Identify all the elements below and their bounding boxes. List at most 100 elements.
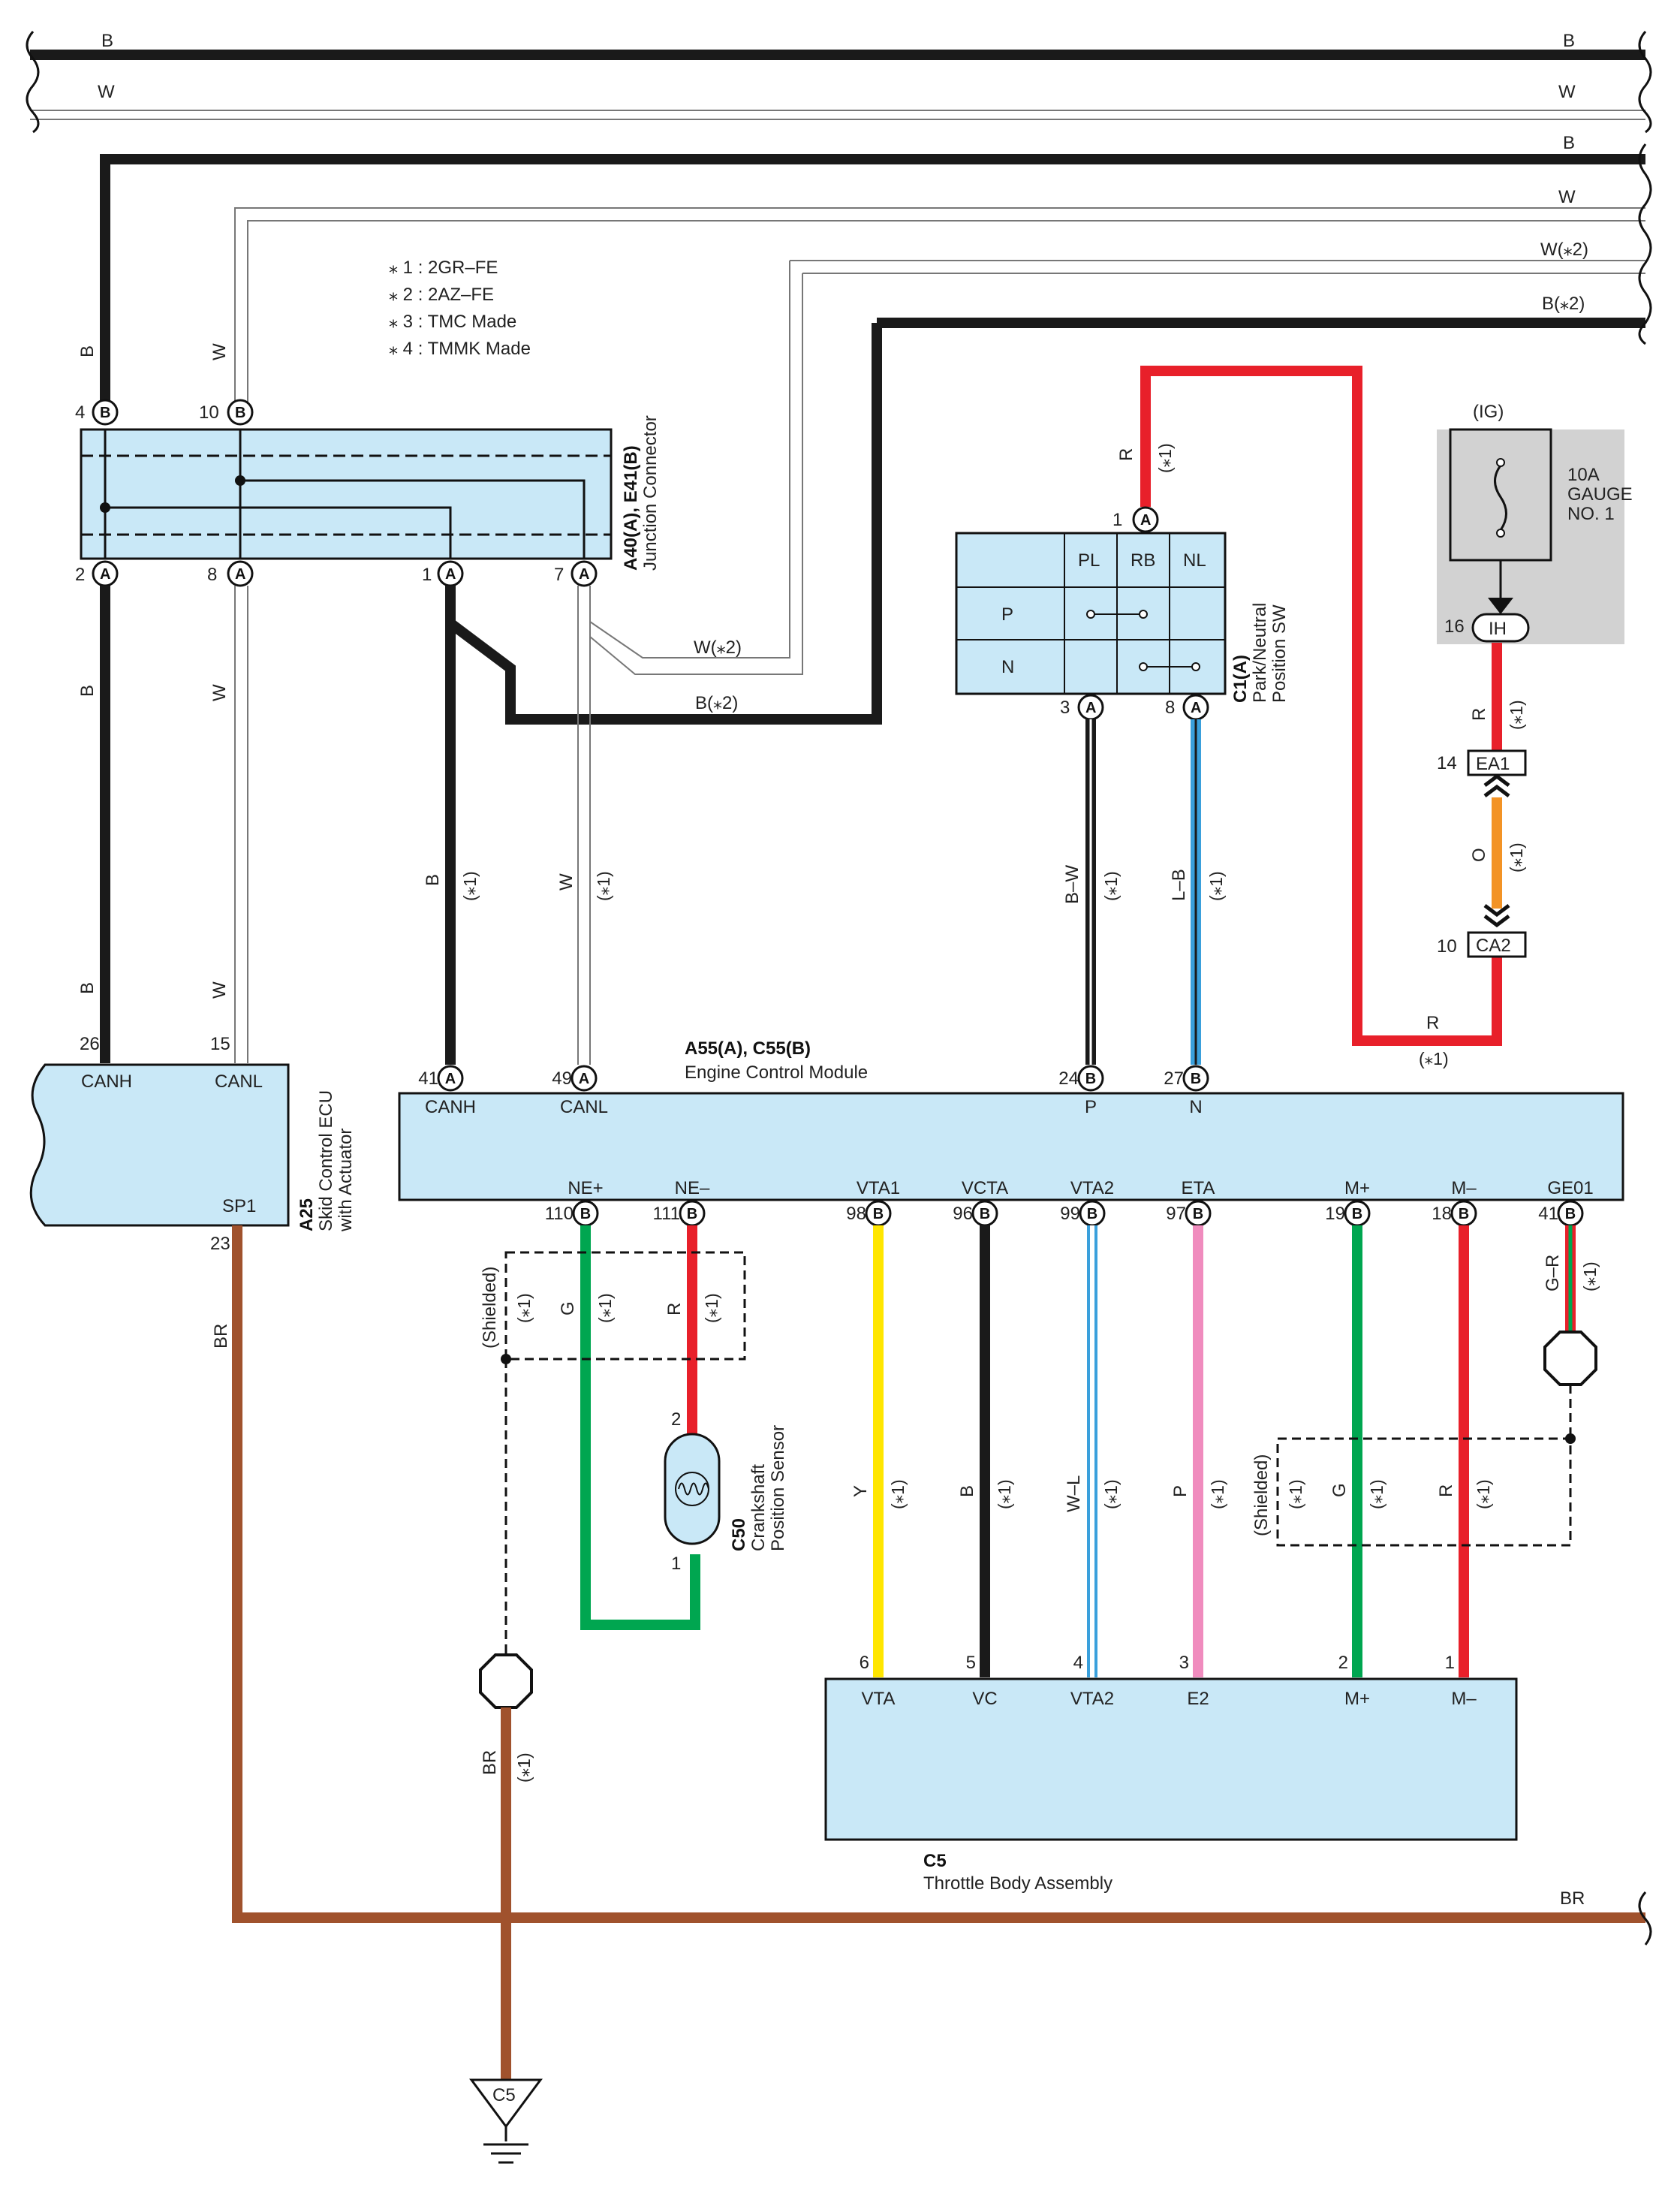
svg-text:NE–: NE– — [675, 1178, 710, 1198]
pnsw-col-rb: RB — [1131, 550, 1155, 571]
pnsw-col-nl: NL — [1183, 550, 1206, 571]
svg-text:NE+: NE+ — [568, 1178, 603, 1198]
note-2: ⁎ 2 : 2AZ–FE — [389, 285, 494, 305]
svg-text:E2: E2 — [1187, 1689, 1209, 1709]
label-r-ih: R — [1469, 708, 1489, 721]
pnsw-pin-1: 1 A — [1112, 506, 1159, 533]
label-g-m-note: (⁎1) — [1367, 1479, 1386, 1509]
throttle-pin-4: 2M+ — [1338, 1653, 1370, 1709]
svg-text:M+: M+ — [1344, 1178, 1370, 1198]
crank-name-2: Position Sensor — [768, 1425, 788, 1551]
label-b-low: B — [77, 982, 98, 994]
svg-text:N: N — [1189, 1097, 1202, 1117]
svg-text:4: 4 — [1073, 1653, 1083, 1673]
shield-ground-octagon-left — [479, 1653, 533, 1709]
svg-text:VCTA: VCTA — [962, 1178, 1008, 1198]
bus-label-b2: B — [1563, 133, 1575, 153]
note-3: ⁎ 3 : TMC Made — [389, 312, 516, 332]
label-r-m: R — [1436, 1484, 1456, 1497]
svg-text:10: 10 — [199, 402, 219, 423]
label-r-ne-note: (⁎1) — [702, 1293, 721, 1323]
label-br-right: BR — [1560, 1888, 1585, 1909]
wire-br-sp1 — [232, 1225, 1645, 1923]
label-g-ne-note: (⁎1) — [595, 1293, 615, 1323]
notes-legend: ⁎ 1 : 2GR–FE ⁎ 2 : 2AZ–FE ⁎ 3 : TMC Made… — [389, 258, 531, 359]
label-w-top: W — [209, 343, 230, 360]
svg-text:14: 14 — [1437, 753, 1457, 773]
label-w-low: W — [209, 981, 230, 999]
throttle-pin-1: 5VC — [966, 1653, 998, 1709]
label-bw-note: (⁎1) — [1101, 871, 1121, 901]
svg-text:8: 8 — [207, 565, 217, 585]
label-b-vc-note: (⁎1) — [995, 1479, 1014, 1509]
svg-text:5: 5 — [966, 1653, 976, 1673]
label-b-top: B — [77, 345, 98, 357]
skid-name-2: with Actuator — [336, 1129, 356, 1232]
right-bus: B W W(⁎2) B(⁎2) — [100, 133, 1652, 417]
label-r-m-note: (⁎1) — [1474, 1479, 1493, 1509]
svg-text:1: 1 — [671, 1554, 681, 1574]
junction-pin-bottom-2: 2 A — [75, 560, 119, 587]
svg-text:A: A — [1085, 700, 1096, 716]
svg-text:1: 1 — [1112, 510, 1122, 530]
label-r-ih-note: (⁎1) — [1507, 700, 1526, 730]
svg-text:24: 24 — [1058, 1068, 1079, 1089]
label-shield-note-r: (⁎1) — [1286, 1479, 1305, 1509]
svg-text:P: P — [1085, 1097, 1097, 1117]
note-4: ⁎ 4 : TMMK Made — [389, 339, 531, 359]
svg-text:A: A — [579, 566, 589, 583]
break-mark-right-top — [1638, 31, 1652, 134]
label-o-note: (⁎1) — [1507, 842, 1526, 872]
label-w-mid: W — [209, 684, 230, 701]
svg-text:B: B — [980, 1206, 990, 1222]
svg-text:99: 99 — [1060, 1204, 1080, 1224]
svg-text:CANH: CANH — [425, 1097, 476, 1117]
park-neutral-switch: PL RB NL P N C1(A) Park/Neutral Position… — [955, 532, 1290, 703]
ecm-pin-top-0: 41 A CANH — [418, 1065, 476, 1117]
skid-pin-canl: 15 — [210, 1034, 230, 1054]
svg-text:B: B — [100, 405, 110, 421]
bus-label-b-star2: B(⁎2) — [1542, 294, 1585, 314]
label-b-star2-diag: B(⁎2) — [695, 693, 738, 713]
svg-text:B: B — [1085, 1071, 1096, 1087]
wire-r-pnsw-to-ca2 — [1140, 366, 1502, 1046]
svg-text:M–: M– — [1451, 1689, 1477, 1709]
connector-ca2: 10 CA2 — [1437, 904, 1527, 958]
label-r-bottom: R — [1426, 1013, 1439, 1033]
svg-text:A: A — [445, 1071, 456, 1087]
break-mark-right-br — [1638, 1891, 1652, 1945]
svg-text:VTA2: VTA2 — [1070, 1178, 1114, 1198]
ecm-name: Engine Control Module — [685, 1062, 868, 1083]
label-bw: B–W — [1062, 865, 1082, 904]
svg-text:98: 98 — [846, 1204, 866, 1224]
junction-name: Junction Connector — [640, 415, 661, 571]
pnsw-code: C1(A) — [1230, 655, 1251, 703]
label-canh-b: B — [423, 874, 443, 886]
label-g-m: G — [1329, 1483, 1350, 1497]
svg-text:41: 41 — [1538, 1204, 1558, 1224]
svg-text:96: 96 — [953, 1204, 973, 1224]
svg-text:GE01: GE01 — [1547, 1178, 1593, 1198]
svg-text:41: 41 — [418, 1068, 438, 1089]
bus-label-w-left: W — [98, 82, 115, 102]
svg-text:CA2: CA2 — [1476, 936, 1511, 956]
fuse-ig: (IG) — [1473, 402, 1504, 422]
svg-text:B: B — [1087, 1206, 1097, 1222]
label-y: Y — [851, 1485, 871, 1497]
svg-text:3: 3 — [1179, 1653, 1189, 1673]
skid-code: A25 — [297, 1198, 317, 1231]
svg-text:A: A — [1140, 512, 1151, 529]
svg-text:97: 97 — [1166, 1204, 1186, 1224]
fuse-line2: GAUGE — [1567, 484, 1633, 505]
pnsw-pin-8: 8 A — [1165, 694, 1209, 721]
svg-text:CANL: CANL — [560, 1097, 608, 1117]
svg-text:B: B — [1459, 1206, 1469, 1222]
svg-text:A: A — [100, 566, 110, 583]
